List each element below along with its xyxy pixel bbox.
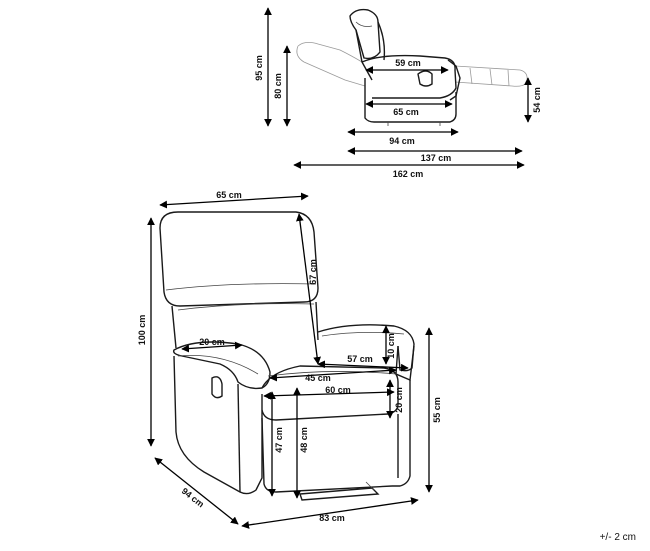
tolerance-note: +/- 2 cm <box>600 532 636 543</box>
side-height-80-dim: 80 cm <box>273 45 291 127</box>
front-seat-60-label: 60 cm <box>325 385 351 395</box>
front-depth-94-label: 94 cm <box>180 486 206 510</box>
side-seat-65-dim: 65 cm <box>365 100 453 117</box>
front-seat-height-47-dim: 47 cm <box>268 391 284 497</box>
front-seat-height-48-label: 48 cm <box>299 427 309 453</box>
side-depth-162-dim: 162 cm <box>293 161 525 179</box>
front-arm-thickness-10-label: 10 cm <box>386 333 396 359</box>
side-height-95-label: 95 cm <box>254 55 264 81</box>
front-width-83-label: 83 cm <box>319 513 345 523</box>
side-depth-137-label: 137 cm <box>421 153 452 163</box>
front-seat-height-47-label: 47 cm <box>274 427 284 453</box>
side-footrest-54-label: 54 cm <box>532 87 542 113</box>
side-view-recliner <box>296 8 528 126</box>
front-arm-to-seat-20-dim: 20 cm <box>386 379 404 419</box>
side-height-80-label: 80 cm <box>273 73 283 99</box>
side-footrest-54-dim: 54 cm <box>524 77 542 123</box>
side-armrest-59-label: 59 cm <box>395 58 421 68</box>
side-depth-162-label: 162 cm <box>393 169 424 179</box>
front-seat-width-45-dim: 45 cm <box>269 366 397 383</box>
side-seat-65-label: 65 cm <box>393 107 419 117</box>
side-depth-94-label: 94 cm <box>389 136 415 146</box>
front-depth-94-dim: 94 cm <box>154 457 239 525</box>
front-armrest-20-dim: 20 cm <box>181 337 243 353</box>
front-seat-60-dim: 60 cm <box>263 385 395 400</box>
front-view-recliner <box>159 211 415 501</box>
side-depth-94-dim: 94 cm <box>347 128 459 146</box>
front-armrest-20-label: 20 cm <box>199 337 225 347</box>
front-width-83-dim: 83 cm <box>241 497 419 529</box>
side-armrest-59-dim: 59 cm <box>365 58 449 74</box>
front-total-height-100-dim: 100 cm <box>137 217 155 447</box>
front-arm-thickness-10-dim: 10 cm <box>382 325 396 365</box>
front-arm-height-55-label: 55 cm <box>432 397 442 423</box>
front-back-height-67-label: 67 cm <box>308 259 318 285</box>
front-seat-height-48-dim: 48 cm <box>293 387 309 499</box>
front-total-height-100-label: 100 cm <box>137 315 147 346</box>
front-back-height-67-dim: 67 cm <box>296 213 321 365</box>
front-back-width-65-dim: 65 cm <box>159 190 309 209</box>
side-depth-137-dim: 137 cm <box>347 147 523 163</box>
front-back-width-65-label: 65 cm <box>216 190 242 200</box>
side-height-95-dim: 95 cm <box>254 7 272 127</box>
front-seat-57-label: 57 cm <box>347 354 373 364</box>
front-arm-to-seat-20-label: 20 cm <box>394 387 404 413</box>
front-arm-height-55-dim: 55 cm <box>425 327 442 493</box>
